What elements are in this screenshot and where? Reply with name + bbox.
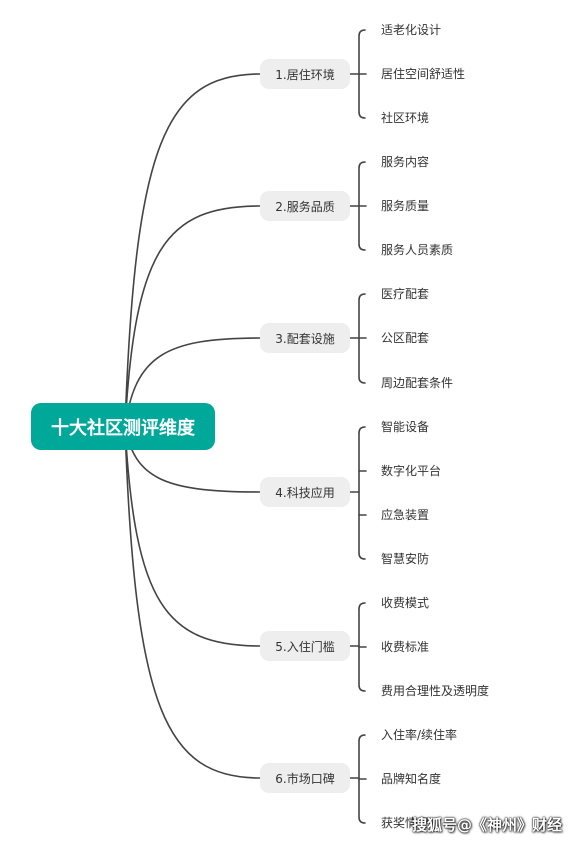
root-branch-connector — [124, 426, 261, 647]
root-branch-connector — [124, 73, 261, 428]
leaf-node: 智慧安防 — [381, 552, 430, 566]
root-branch-connector — [124, 426, 261, 779]
leaf-node: 适老化设计 — [381, 23, 442, 37]
leaf-node: 智能设备 — [381, 420, 430, 434]
root-branch-connector — [124, 205, 261, 428]
bracket-spine — [358, 426, 366, 560]
leaf-node: 费用合理性及透明度 — [381, 684, 490, 698]
leaf-node: 周边配套条件 — [381, 376, 454, 390]
branch-node-4: 4.科技应用 — [260, 477, 350, 507]
branch-node-3: 3.配套设施 — [260, 323, 350, 353]
branch-node-6: 6.市场口碑 — [260, 763, 350, 793]
leaf-node: 服务人员素质 — [381, 243, 454, 257]
root-node: 十大社区测评维度 — [31, 403, 215, 450]
leaf-node: 服务质量 — [381, 199, 430, 213]
leaf-node: 服务内容 — [381, 155, 430, 169]
watermark: 搜狐号@《神州》财经 — [412, 816, 563, 834]
leaf-node: 品牌知名度 — [381, 772, 442, 786]
leaf-node: 社区环境 — [381, 111, 430, 125]
leaf-node: 收费标准 — [381, 640, 430, 654]
branch-node-2: 2.服务品质 — [260, 191, 350, 221]
leaf-node: 医疗配套 — [381, 287, 430, 301]
branch-node-1: 1.居住环境 — [260, 59, 350, 89]
leaf-node: 获奖情况 — [381, 816, 430, 830]
branch-node-5: 5.入住门槛 — [260, 631, 350, 661]
leaf-node: 收费模式 — [381, 596, 430, 610]
leaf-node: 公区配套 — [381, 331, 430, 345]
leaf-node: 数字化平台 — [381, 464, 442, 478]
leaf-node: 居住空间舒适性 — [381, 67, 466, 81]
leaf-node: 入住率/续住率 — [381, 728, 458, 742]
leaf-node: 应急装置 — [381, 508, 430, 522]
